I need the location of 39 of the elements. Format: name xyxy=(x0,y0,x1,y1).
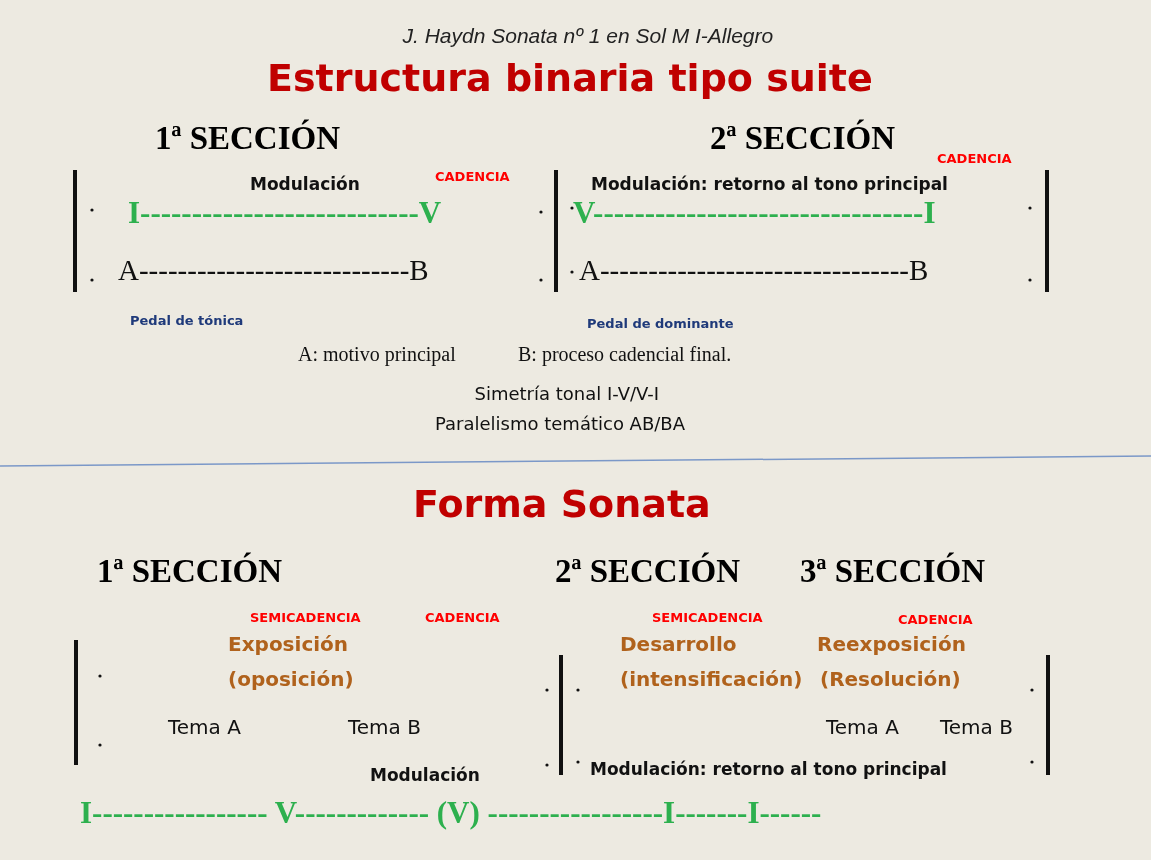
legend-text: A: motivo principal xyxy=(298,343,456,366)
theme-line: A----------------------------B xyxy=(118,254,429,287)
theme-label: Tema B xyxy=(940,715,1013,739)
cadence-label: CADENCIA xyxy=(435,169,510,184)
key-line: V--------------------------------I xyxy=(573,195,936,231)
theme-label: Tema A xyxy=(168,715,241,739)
theme-label: Tema A xyxy=(826,715,899,739)
title: Forma Sonata xyxy=(413,482,711,526)
section-heading: 2ª SECCIÓN xyxy=(710,120,895,157)
section-character: (oposición) xyxy=(228,667,354,691)
section-character: (Resolución) xyxy=(820,667,961,691)
section-name: Exposición xyxy=(228,632,349,656)
section-heading: 1ª SECCIÓN xyxy=(155,120,340,157)
theme-label: Tema B xyxy=(348,715,421,739)
cadence-label: CADENCIA xyxy=(425,610,500,625)
key-line: I---------------------------V xyxy=(128,195,442,231)
note-text: Paralelismo temático AB/BA xyxy=(435,413,685,434)
modulation-label: Modulación: retorno al tono principal xyxy=(591,174,948,194)
cadence-label: CADENCIA xyxy=(898,612,973,627)
pedal-label: Pedal de tónica xyxy=(130,313,244,328)
modulation-label: Modulación: retorno al tono principal xyxy=(590,759,947,779)
modulation-label: Modulación xyxy=(370,765,480,785)
legend-text: B: proceso cadencial final. xyxy=(518,343,732,366)
pedal-label: Pedal de dominante xyxy=(587,316,734,331)
subtitle: J. Haydn Sonata nº 1 en Sol M I-Allegro xyxy=(402,24,774,48)
theme-line: A--------------------------------B xyxy=(579,254,929,287)
modulation-label: Modulación xyxy=(250,174,360,194)
section-name: Reexposición xyxy=(817,632,966,656)
section-character: (intensificación) xyxy=(620,667,803,691)
key-line: I----------------- V------------- (V) -----------------I-------I------ xyxy=(80,795,822,831)
section-heading: 2ª SECCIÓN xyxy=(555,553,740,590)
section-heading: 3ª SECCIÓN xyxy=(800,553,985,590)
title: Estructura binaria tipo suite xyxy=(267,56,873,100)
note-text: Simetría tonal I-V/V-I xyxy=(474,383,660,404)
cadence-label: SEMICADENCIA xyxy=(250,610,361,625)
cadence-label: CADENCIA xyxy=(937,151,1012,166)
section-heading: 1ª SECCIÓN xyxy=(97,553,282,590)
section-name: Desarrollo xyxy=(620,632,737,656)
cadence-label: SEMICADENCIA xyxy=(652,610,763,625)
